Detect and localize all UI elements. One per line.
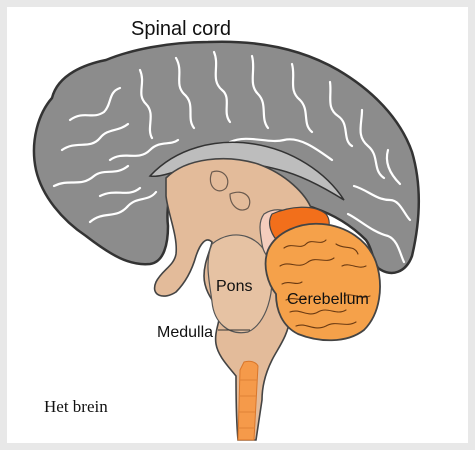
cerebellum-label: Cerebellum [287,291,369,308]
pons [207,234,273,334]
spinal-cord [237,360,259,441]
diencephalon-detail [209,170,229,192]
diagram-title: Spinal cord [131,18,231,40]
spinal-cord-bands [238,379,257,429]
pons-label: Pons [216,278,252,295]
medulla-label: Medulla [157,324,213,341]
cerebellum-folia [279,239,371,329]
cortex-sulci [52,50,412,264]
midbrain-detail [229,191,251,211]
caption: Het brein [44,397,108,416]
